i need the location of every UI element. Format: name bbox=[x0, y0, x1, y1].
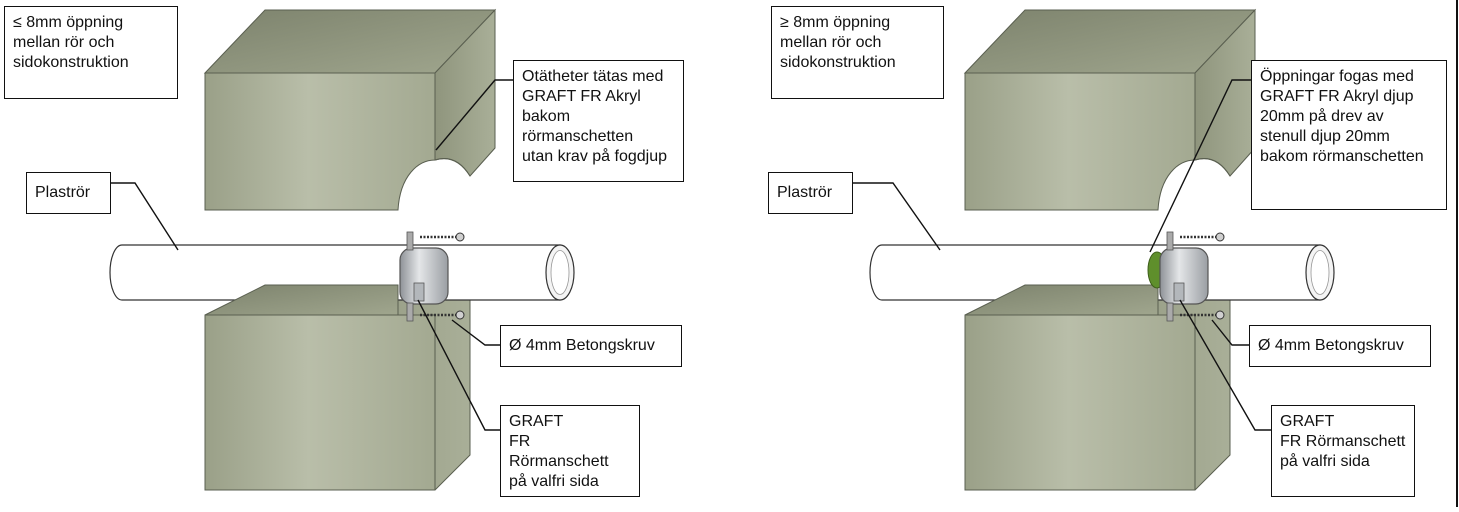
leader-seal bbox=[435, 79, 513, 151]
left-screw-label: Ø 4mm Betongskruv bbox=[500, 325, 682, 367]
screw-top-head bbox=[455, 232, 465, 242]
leader-collar bbox=[1179, 299, 1271, 431]
pipe-collar bbox=[1159, 247, 1209, 305]
pipe-end-inner bbox=[550, 250, 570, 295]
right-collar-label: GRAFT FR Rörmanschett på valfri sida bbox=[1271, 405, 1415, 497]
collar-bottom-bracket bbox=[406, 302, 414, 322]
upper-block-front bbox=[964, 72, 1196, 211]
pipe-cutout-edge bbox=[1194, 158, 1231, 177]
left-collar-label: GRAFT FR Rörmanschett på valfri sida bbox=[500, 405, 640, 497]
leader-screw bbox=[451, 319, 500, 346]
collar-bottom-bracket bbox=[1166, 302, 1174, 322]
right-panel-drawing bbox=[853, 8, 1335, 491]
leader-pipe bbox=[111, 182, 179, 251]
right-screw-label: Ø 4mm Betongskruv bbox=[1249, 325, 1431, 367]
leader-collar bbox=[417, 299, 500, 431]
leader-screw bbox=[1211, 319, 1249, 346]
collar-clasp bbox=[1173, 282, 1185, 302]
right-seal-note: Öppningar fogas med GRAFT FR Akryl djup … bbox=[1251, 60, 1447, 210]
pipe-collar bbox=[399, 247, 449, 305]
right-opening-note: ≥ 8mm öppning mellan rör och sidokonstru… bbox=[771, 6, 944, 99]
lower-block-front bbox=[204, 314, 436, 491]
leader-seal bbox=[1149, 79, 1251, 253]
left-panel-drawing bbox=[109, 8, 575, 491]
collar-clasp bbox=[413, 282, 425, 302]
screw-bottom-head bbox=[1215, 310, 1225, 320]
right-border-line bbox=[1456, 0, 1458, 507]
collar-top-bracket bbox=[1166, 231, 1174, 251]
collar-top-bracket bbox=[406, 231, 414, 251]
screw-top-head bbox=[1215, 232, 1225, 242]
left-opening-note: ≤ 8mm öppning mellan rör och sidokonstru… bbox=[4, 6, 178, 99]
pipe-end-inner bbox=[1310, 250, 1330, 295]
left-seal-note: Otätheter tätas med GRAFT FR Akryl bakom… bbox=[513, 60, 684, 182]
pipe-cutout-edge bbox=[434, 158, 471, 177]
left-pipe-label: Plaströr bbox=[26, 172, 111, 214]
leader-pipe bbox=[853, 182, 941, 251]
right-pipe-label: Plaströr bbox=[768, 172, 853, 214]
lower-block-front bbox=[964, 314, 1196, 491]
upper-block-front bbox=[204, 72, 436, 211]
screw-bottom-head bbox=[455, 310, 465, 320]
